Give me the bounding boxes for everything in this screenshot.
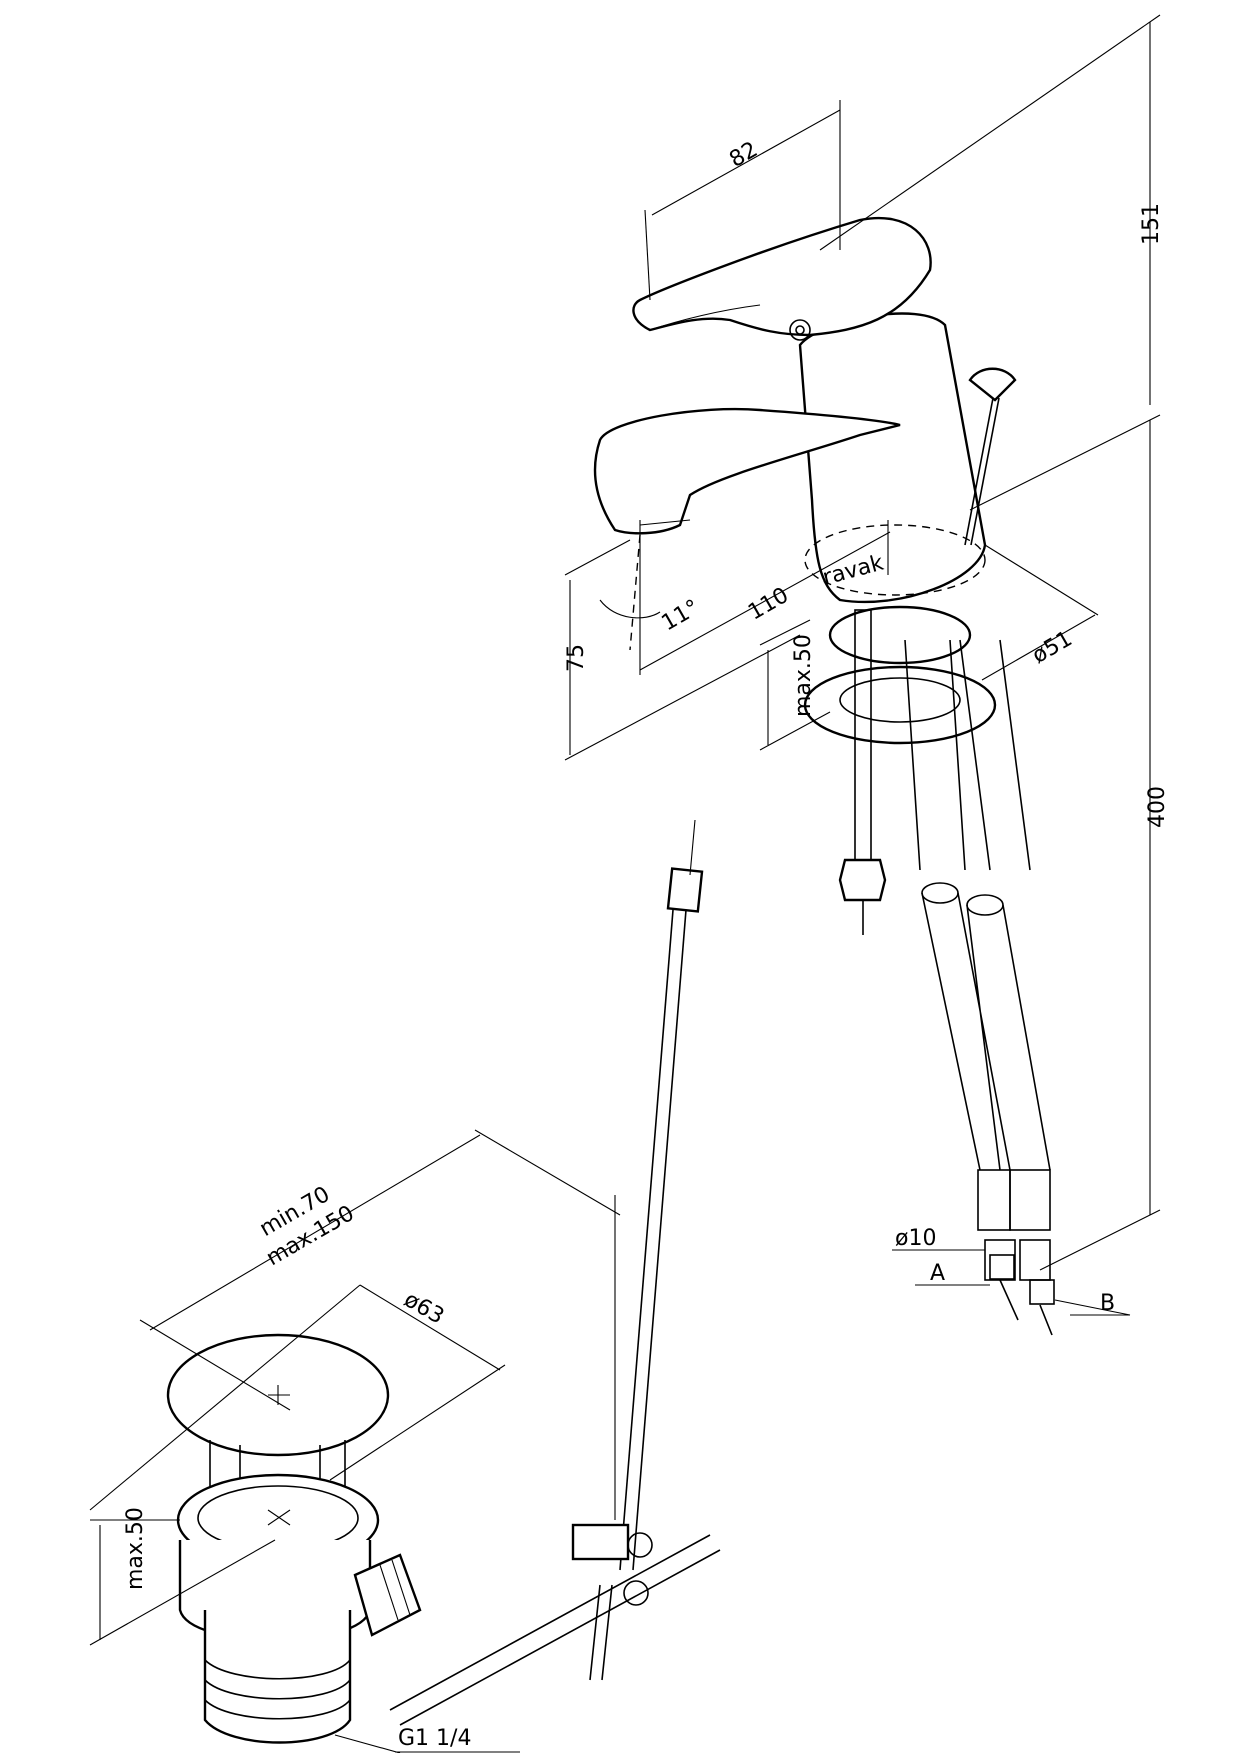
dim-hose-length: 400 xyxy=(1145,786,1170,828)
label-hose-a: A xyxy=(930,1261,945,1286)
dim-waste-deck-thickness: max.50 xyxy=(123,1507,148,1590)
label-hose-b: B xyxy=(1100,1291,1115,1316)
waste-dimension-lines xyxy=(89,1129,621,1753)
dim-deck-thickness: max.50 xyxy=(791,634,816,717)
dim-spout-height: 75 xyxy=(564,644,589,672)
dim-base-diameter: ø51 xyxy=(1028,626,1076,668)
faucet-body: ravak xyxy=(593,217,1017,604)
mounting-set xyxy=(803,605,1055,1336)
dim-total-height: 151 xyxy=(1139,203,1164,245)
popup-waste xyxy=(166,819,721,1744)
dim-waste-thread: G1 1/4 xyxy=(398,1726,471,1751)
faucet-dimension-lines xyxy=(564,14,1161,1316)
dim-spout-angle: 11° xyxy=(658,595,704,636)
dim-handle-length: 82 xyxy=(725,137,762,173)
dim-hose-diameter: ø10 xyxy=(895,1226,936,1251)
